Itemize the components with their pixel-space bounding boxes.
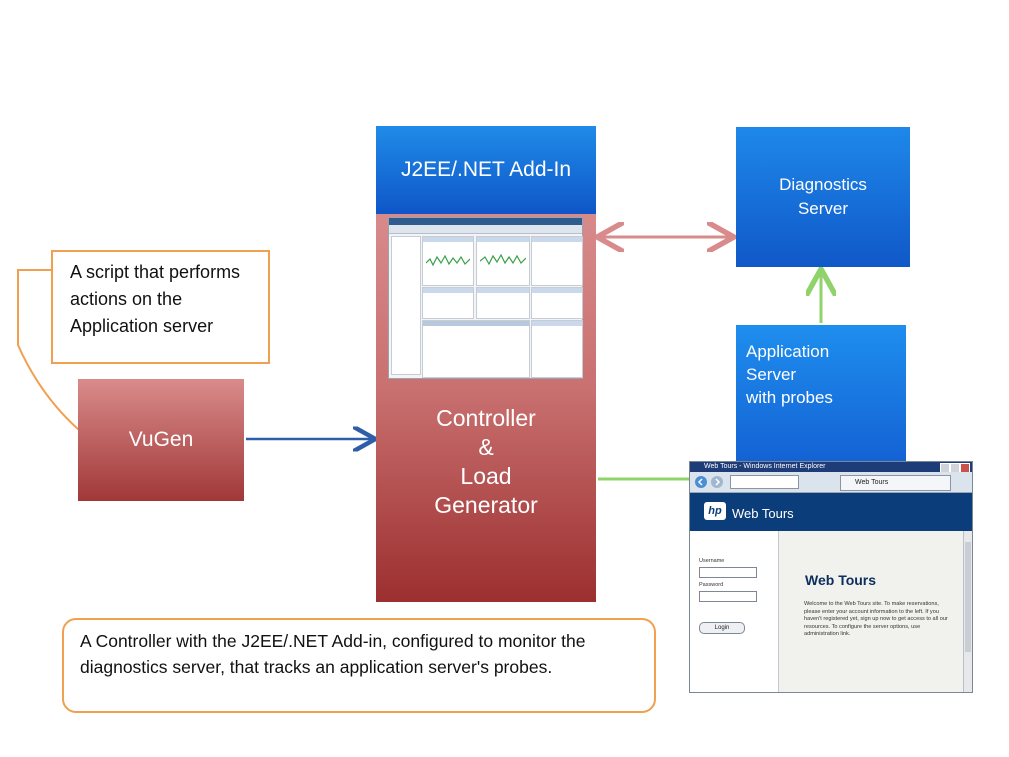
diagnostics-line-1: Diagnostics [779, 175, 867, 194]
app-line-3: with probes [746, 388, 833, 407]
app-line-2: Server [746, 365, 797, 384]
banner-title: Web Tours [732, 506, 794, 521]
application-server-label: Application Server with probes [746, 340, 833, 409]
addin-header: J2EE/.NET Add-In [376, 126, 596, 214]
hp-logo: hp [704, 502, 726, 520]
web-tours-browser-screenshot: Web Tours - Windows Internet Explorer We… [689, 461, 973, 693]
controller-line-2: & [478, 434, 494, 460]
script-callout: A script that performs actions on the Ap… [51, 250, 270, 364]
welcome-panel [779, 531, 964, 692]
controller-line-1: Controller [436, 405, 536, 431]
application-server-box [736, 325, 906, 462]
login-button: Login [699, 622, 745, 634]
password-label: Password [699, 582, 724, 588]
app-line-1: Application [746, 342, 830, 361]
web-tours-banner [690, 493, 972, 531]
username-label: Username [699, 558, 725, 564]
diagnostics-server-box: Diagnostics Server [736, 127, 910, 267]
controller-line-4: Generator [434, 492, 538, 518]
back-icon [695, 476, 707, 488]
welcome-heading: Web Tours [805, 572, 877, 588]
controller-label: Controller & Load Generator [376, 404, 596, 520]
vugen-label: VuGen [128, 428, 194, 451]
controller-callout-text: A Controller with the J2EE/.NET Add-in, … [80, 631, 586, 677]
controller-screenshot [388, 217, 583, 379]
controller-callout: A Controller with the J2EE/.NET Add-in, … [62, 618, 656, 713]
diagnostics-line-2: Server [797, 199, 849, 218]
username-field [699, 567, 757, 578]
address-bar [730, 475, 799, 489]
browser-title-bar: Web Tours - Windows Internet Explorer [690, 462, 972, 472]
scrollbar-thumb [965, 542, 971, 652]
browser-tab-label: Web Tours [855, 479, 889, 486]
script-callout-text: A script that performs actions on the Ap… [70, 262, 241, 336]
welcome-text: Welcome to the Web Tours site. To make r… [804, 601, 948, 638]
addin-title: J2EE/.NET Add-In [400, 158, 572, 181]
browser-tab: Web Tours [840, 475, 951, 491]
controller-line-3: Load [460, 463, 512, 489]
browser-window-title: Web Tours - Windows Internet Explorer [704, 463, 826, 470]
forward-icon [711, 476, 723, 488]
callout-leader-line [17, 269, 80, 431]
password-field [699, 591, 757, 602]
login-panel [690, 531, 779, 692]
vugen-box: VuGen [78, 379, 244, 501]
